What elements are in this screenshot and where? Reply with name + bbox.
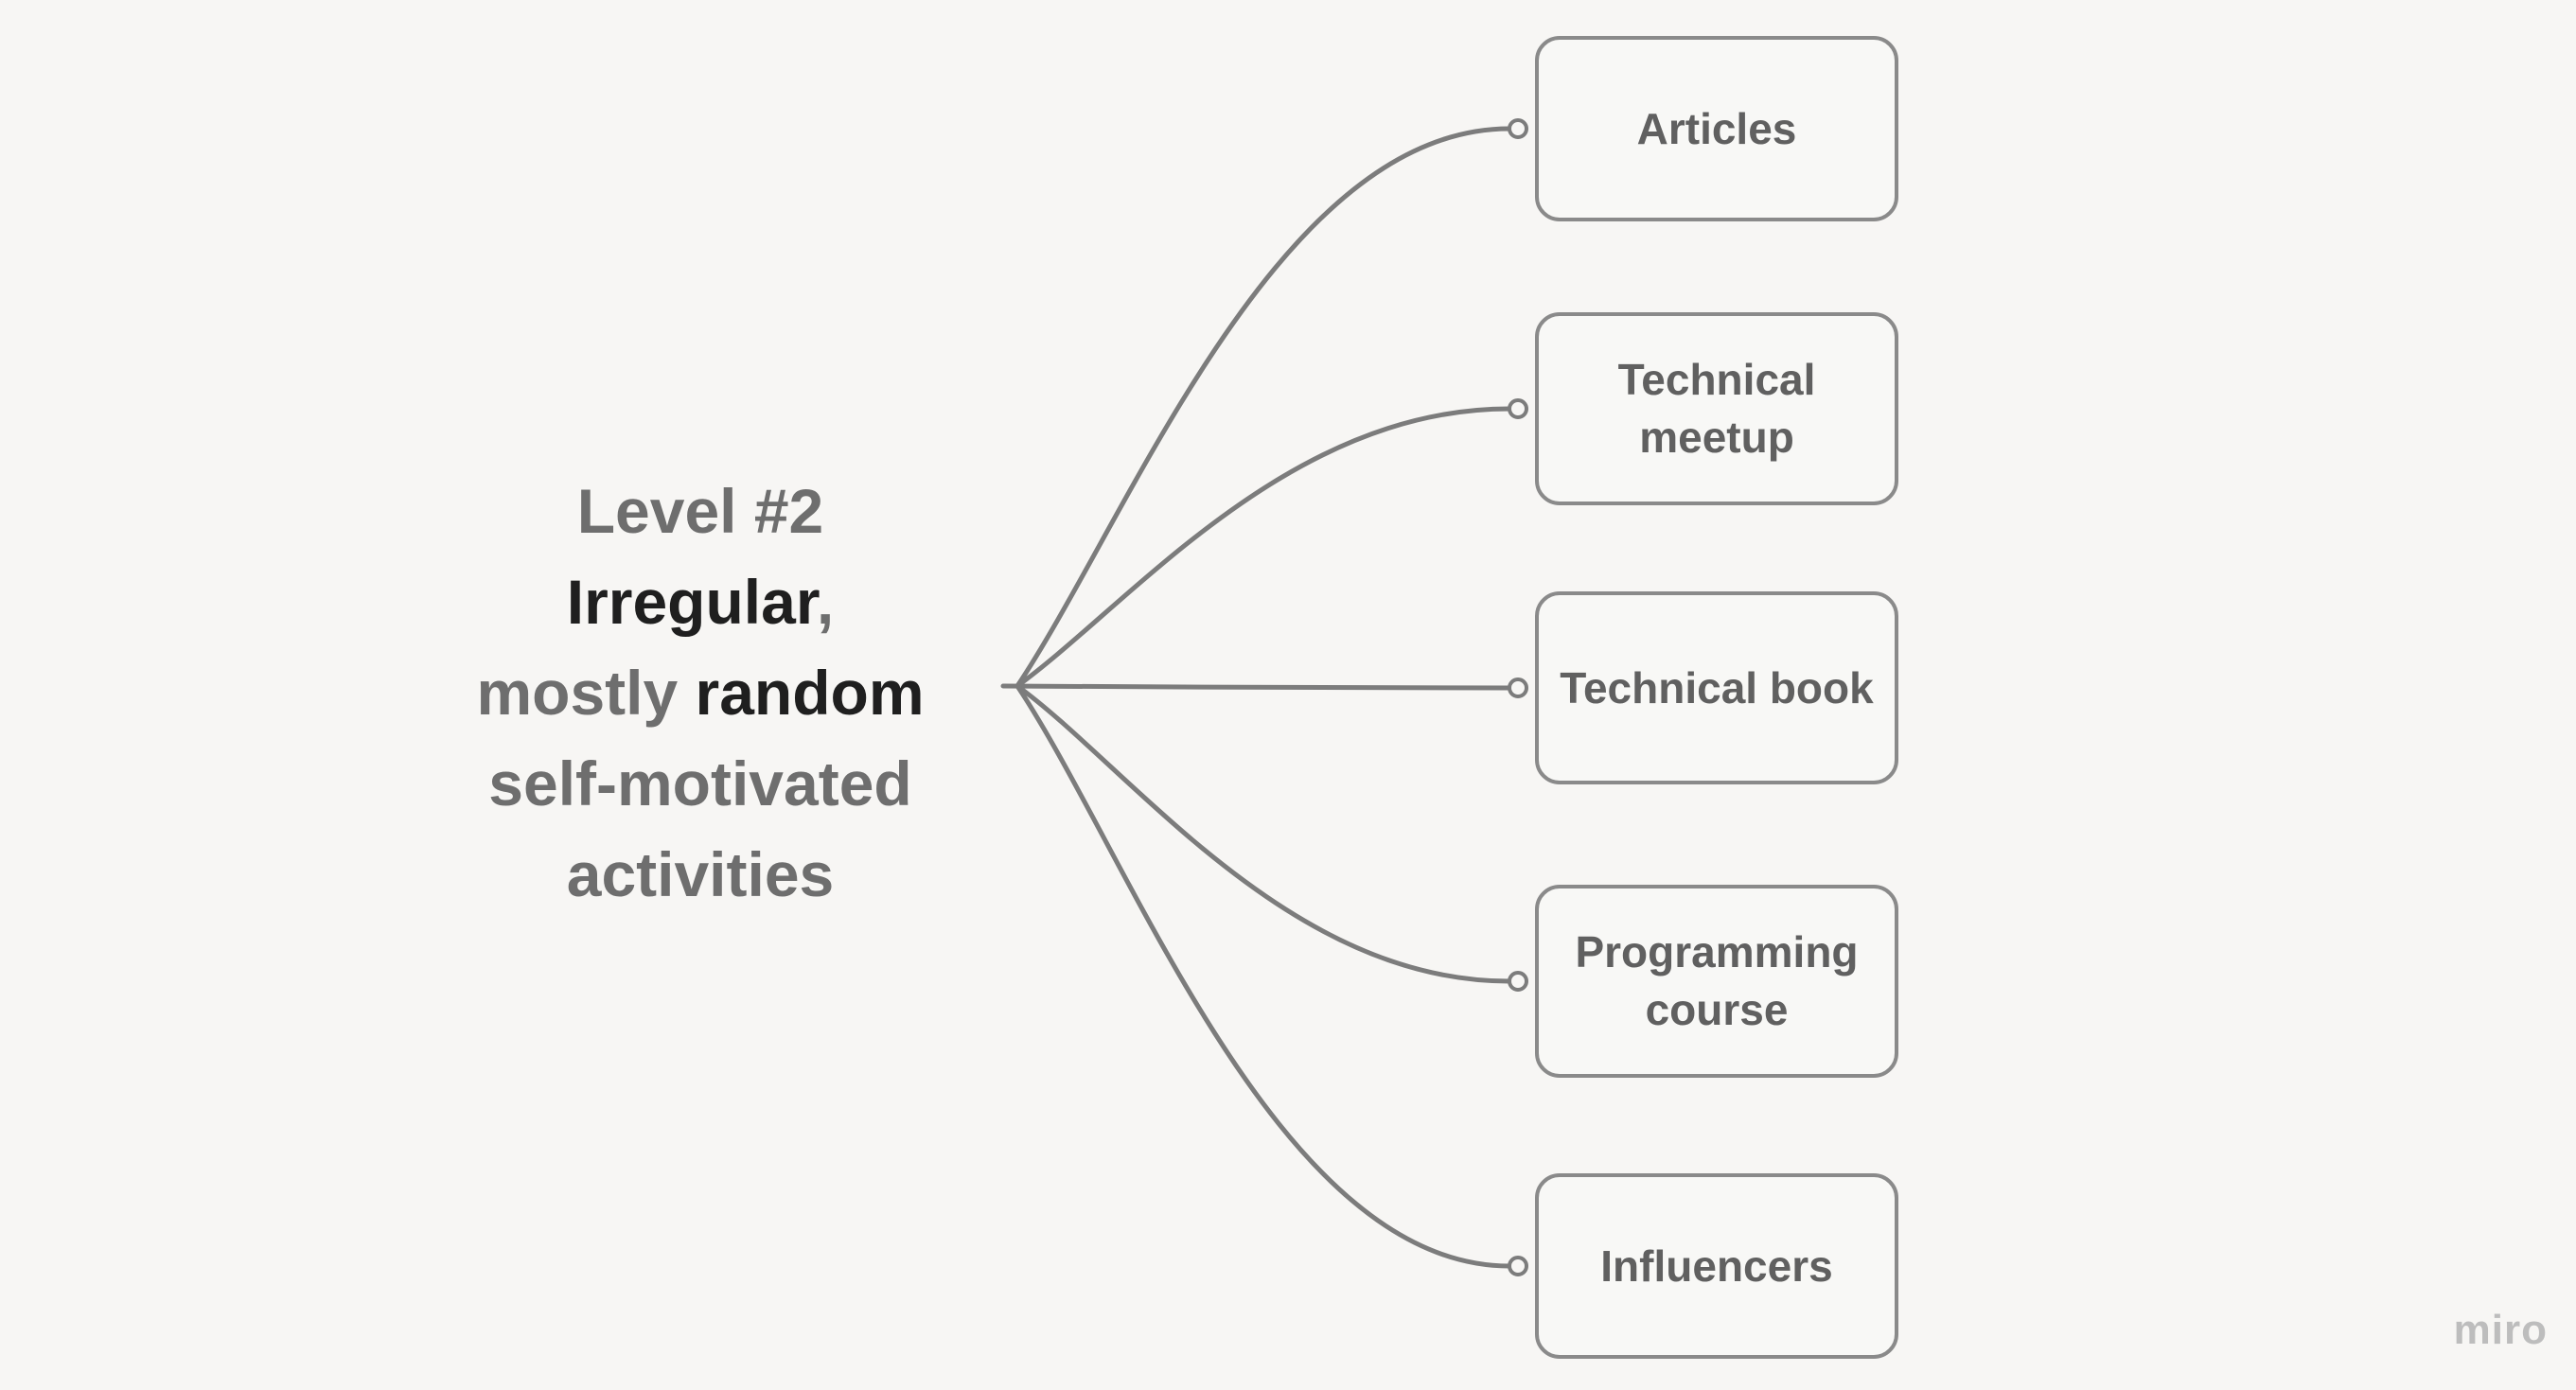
node-label: Programming course <box>1575 927 1859 1034</box>
root-line5-text: activities <box>566 839 835 909</box>
mindmap-node-technical-book[interactable]: Technical book <box>1535 591 1898 784</box>
root-line2-emphasis: Irregular <box>566 567 817 637</box>
connector-technical-meetup <box>1015 406 1512 689</box>
connector-curves <box>1000 126 1512 1269</box>
endpoint-dot-influencers <box>1508 1256 1528 1276</box>
endpoint-dot-articles <box>1508 118 1528 139</box>
endpoint-dot-technical-book <box>1508 677 1528 698</box>
mindmap-node-influencers[interactable]: Influencers <box>1535 1173 1898 1359</box>
endpoint-dot-programming-course <box>1508 971 1528 992</box>
root-line-4: self-motivated <box>407 738 994 829</box>
miro-watermark: miro <box>2453 1307 2548 1353</box>
connector-programming-course <box>1015 683 1512 984</box>
mindmap-node-technical-meetup[interactable]: Technical meetup <box>1535 312 1898 505</box>
connector-endpoint-dots <box>1508 118 1528 1276</box>
root-line4-text: self-motivated <box>488 748 912 818</box>
root-line1-text: Level #2 <box>576 476 824 546</box>
node-label: Technical book <box>1560 662 1874 713</box>
node-label: Technical meetup <box>1617 355 1816 462</box>
root-line-2: Irregular, <box>407 556 994 647</box>
connector-influencers <box>1015 683 1512 1269</box>
root-line3-prefix: mostly <box>476 658 696 728</box>
node-label: Articles <box>1636 103 1797 153</box>
connector-articles <box>1015 126 1512 689</box>
mindmap-node-articles[interactable]: Articles <box>1535 36 1898 221</box>
root-line2-rest: , <box>816 567 835 637</box>
mindmap-node-programming-course[interactable]: Programming course <box>1535 885 1898 1078</box>
endpoint-dot-technical-meetup <box>1508 398 1528 419</box>
node-label: Influencers <box>1600 1240 1833 1291</box>
root-line3-emphasis: random <box>695 658 925 728</box>
root-topic[interactable]: Level #2 Irregular, mostly random self-m… <box>407 466 994 920</box>
root-line-5: activities <box>407 829 994 920</box>
root-line-1: Level #2 <box>407 466 994 556</box>
connector-technical-book <box>1000 683 1512 691</box>
root-line-3: mostly random <box>407 647 994 738</box>
